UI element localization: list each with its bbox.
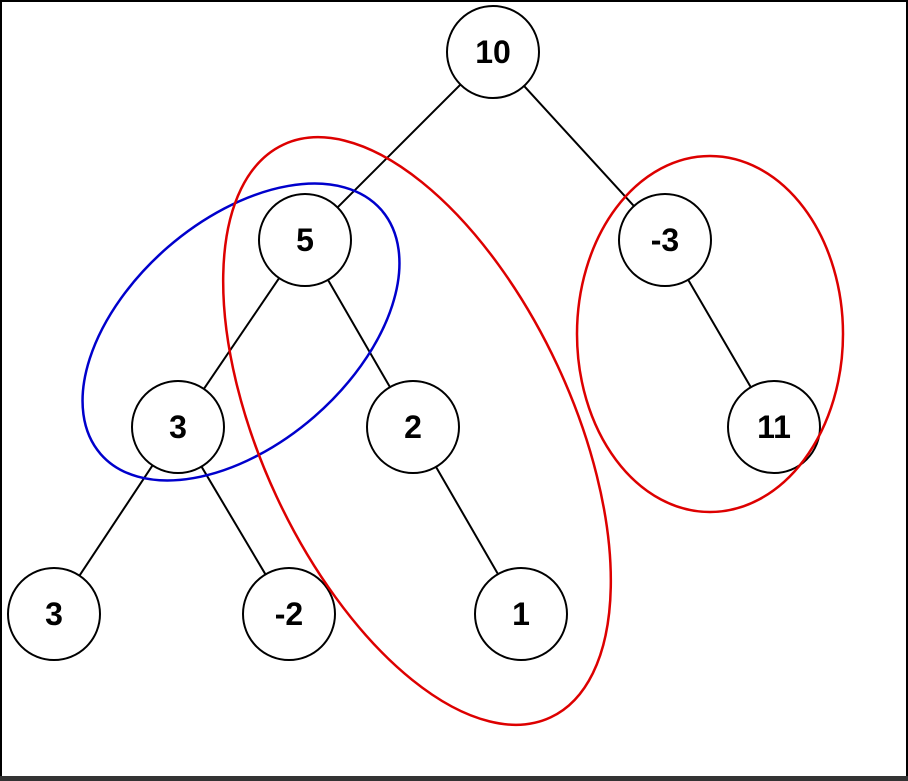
highlight-path-5-2-1	[221, 135, 613, 727]
edge-n3a-n3b	[78, 464, 154, 577]
tree-node-n10: 10	[446, 5, 540, 99]
highlight-path-5-3	[81, 182, 401, 482]
node-circle	[474, 567, 568, 661]
node-circle	[446, 5, 540, 99]
node-circle	[727, 380, 821, 474]
path-highlights	[81, 135, 845, 727]
tree-node-n11: 11	[727, 380, 821, 474]
tree-node-n1: 1	[474, 567, 568, 661]
tree-node-nm3: -3	[618, 193, 712, 287]
node-circle	[618, 193, 712, 287]
node-label: 3	[169, 409, 187, 445]
node-label: 3	[45, 596, 63, 632]
node-label: -3	[651, 222, 679, 258]
node-label: 5	[296, 222, 314, 258]
tree-node-n2: 2	[366, 380, 460, 474]
node-circle	[366, 380, 460, 474]
edge-n2-n1	[435, 466, 499, 575]
node-label: 2	[404, 409, 422, 445]
node-label: 11	[757, 409, 791, 445]
edge-nm3-n11	[687, 279, 752, 388]
edge-n5-n3a	[203, 277, 280, 390]
tree-nodes: 10 5 -3 3 2 11 3 -2 1	[7, 5, 821, 661]
node-circle	[131, 380, 225, 474]
edge-n10-n5	[336, 83, 462, 209]
node-label: 1	[512, 596, 530, 632]
tree-node-n3b: 3	[7, 567, 101, 661]
node-circle	[242, 567, 336, 661]
node-circle	[7, 567, 101, 661]
node-circle	[258, 193, 352, 287]
bottom-shadow-bar	[0, 776, 908, 781]
highlight-path-minus3-11	[575, 154, 845, 514]
edge-n3a-nm2	[200, 466, 267, 575]
node-label: 10	[475, 34, 511, 70]
tree-edges	[78, 83, 752, 577]
edge-n10-nm3	[523, 85, 635, 207]
node-label: -2	[275, 596, 303, 632]
tree-node-nm2: -2	[242, 567, 336, 661]
tree-node-n5: 5	[258, 193, 352, 287]
edge-n5-n2	[327, 279, 391, 388]
tree-node-n3a: 3	[131, 380, 225, 474]
